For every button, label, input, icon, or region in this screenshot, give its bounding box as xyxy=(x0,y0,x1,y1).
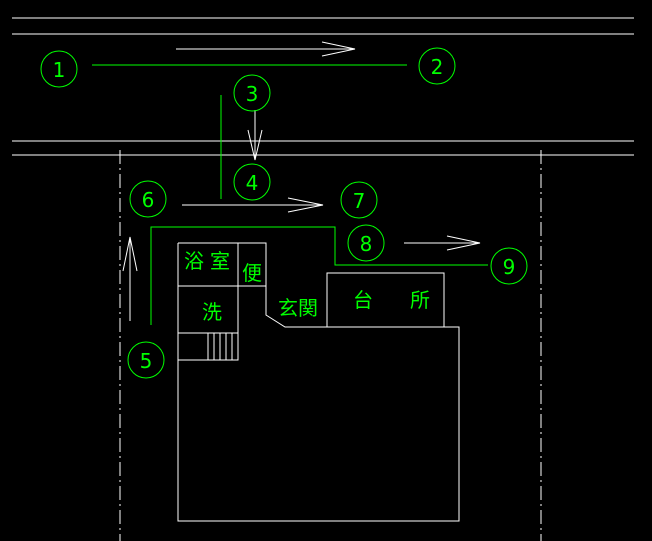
marker-2: 2 xyxy=(431,55,444,79)
marker-9: 9 xyxy=(503,255,516,279)
marker-3: 3 xyxy=(246,82,259,106)
marker-4: 4 xyxy=(246,171,259,195)
house xyxy=(177,242,460,522)
marker-9-circle xyxy=(490,247,528,285)
arrow-up-5 xyxy=(122,236,138,321)
room-entrance-label: 玄関 xyxy=(278,296,318,320)
marker-4-circle xyxy=(233,163,271,201)
marker-3-circle xyxy=(233,74,271,112)
route-lines xyxy=(92,64,488,325)
route-5-to-9 xyxy=(150,226,488,325)
marker-5: 5 xyxy=(140,349,153,373)
marker-8: 8 xyxy=(360,232,373,256)
house-outline xyxy=(177,242,460,522)
marker-7: 7 xyxy=(353,189,366,213)
room-washroom-label: 洗 xyxy=(202,300,222,324)
marker-8-circle xyxy=(347,224,385,262)
marker-2-circle xyxy=(418,47,456,85)
marker-1: 1 xyxy=(53,58,66,82)
room-kitchen-label-1: 台 xyxy=(353,288,373,312)
stair-treads xyxy=(207,333,233,360)
marker-6: 6 xyxy=(142,188,155,212)
marker-6-circle xyxy=(129,180,167,218)
marker-1-circle xyxy=(40,50,78,88)
room-kitchen-label-2: 所 xyxy=(410,288,430,312)
arrow-right-8-9 xyxy=(404,235,481,251)
marker-7-circle xyxy=(340,181,378,219)
road xyxy=(12,17,634,156)
arrow-down-3-4 xyxy=(247,110,263,161)
markers xyxy=(40,47,528,379)
arrow-right-6-7 xyxy=(182,197,324,213)
kitchen-outline xyxy=(326,272,445,327)
marker-5-circle xyxy=(127,341,165,379)
arrow-right-top xyxy=(176,41,356,57)
room-labels: 浴室 便 洗 玄関 台 所 xyxy=(184,249,430,324)
marker-numbers: 1 2 3 4 5 6 7 8 9 xyxy=(53,55,516,373)
room-toilet-label: 便 xyxy=(242,261,262,285)
property-boundary xyxy=(119,150,542,541)
direction-arrows xyxy=(122,41,481,321)
room-bath-label: 浴室 xyxy=(184,249,236,273)
